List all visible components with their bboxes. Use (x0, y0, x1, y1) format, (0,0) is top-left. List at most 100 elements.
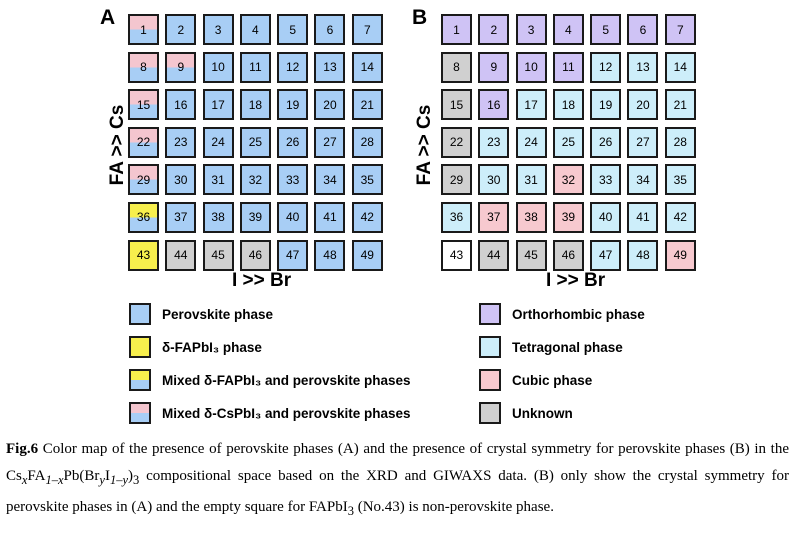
panel-b-cell-number: 39 (561, 210, 576, 225)
panel-b-cell-number: 38 (524, 210, 538, 225)
legend-b-item: Unknown (479, 402, 573, 424)
panel-a-cell-number: 5 (289, 22, 297, 37)
panel-b-cell-number: 42 (673, 210, 687, 225)
panel-b-cell-number: 11 (562, 60, 575, 75)
panel-b-cell-number: 21 (673, 97, 687, 112)
panel-b-cell: 36 (441, 201, 472, 233)
panel-a-cell-number: 40 (286, 210, 300, 225)
panel-a-cell: 6 (314, 14, 346, 45)
panel-b-cell: 22 (441, 126, 472, 158)
panel-a-cell-number: 46 (248, 248, 263, 263)
panel-b-cell: 19 (590, 89, 622, 121)
panel-b-cell: 39 (552, 201, 584, 233)
legend-label-fapbi3: δ-FAPbI₃ phase (162, 339, 262, 355)
panel-b-cell-number: 25 (561, 135, 576, 150)
panel-a-cell-number: 27 (323, 135, 337, 150)
panel-a-cell-number: 44 (174, 248, 188, 263)
panel-a-cell: 3 (202, 14, 234, 45)
panel-a-letter: A (100, 6, 116, 29)
panel-b-cell: 49 (664, 239, 696, 271)
panel-a-cell: 36 (128, 201, 159, 233)
panel-b-cell-number: 27 (636, 135, 650, 150)
legend-a-item: Mixed δ-CsPbI₃ and perovskite phases (129, 402, 411, 424)
panel-b-cell-number: 18 (561, 97, 576, 112)
panel-b-cell: 5 (590, 14, 622, 45)
legend-label-perovskite: Perovskite phase (162, 306, 274, 322)
panel-a-cell-number: 29 (136, 172, 151, 187)
panel-b-cell-number: 47 (599, 248, 613, 263)
caption-text: FA (27, 468, 46, 484)
panel-b-cell: 4 (552, 14, 584, 45)
panel-b-cell-number: 4 (565, 22, 572, 37)
panel-b-cell: 41 (627, 201, 659, 233)
panel-a-cell: 26 (277, 126, 309, 158)
panel-b-y-axis-label: FA >> Cs (414, 104, 435, 186)
caption-sub: 1–x (45, 473, 64, 487)
panel-a-cell: 25 (239, 126, 271, 158)
panel-b-cell: 3 (515, 14, 547, 45)
panel-a-cell: 24 (202, 126, 234, 158)
panel-b-cell: 1 (441, 14, 472, 45)
panel-b-cell: 40 (590, 201, 622, 233)
panel-b-cell: 11 (552, 51, 584, 83)
panel-b-cell-number: 10 (524, 60, 538, 75)
caption-sub: 3 (347, 504, 354, 518)
panel-b-cell-number: 44 (487, 248, 501, 263)
panel-b-cell: 21 (664, 89, 696, 121)
panel-b-cell-number: 8 (453, 60, 460, 75)
panel-a-cell: 39 (239, 201, 271, 233)
panel-a-cell-number: 48 (323, 248, 337, 263)
panel-a-cell: 46 (239, 239, 271, 271)
panel-b-cell-number: 3 (527, 22, 535, 37)
panel-a-cell: 31 (202, 164, 234, 196)
panel-b-cell: 37 (478, 201, 510, 233)
legend-swatch-orthorhombic (479, 303, 501, 325)
panel-a-cell: 8 (128, 51, 159, 83)
panel-a-cell-number: 26 (286, 135, 300, 150)
panel-a-cell-number: 14 (360, 60, 374, 75)
legend-label-mixed-cspbi3: Mixed δ-CsPbI₃ and perovskite phases (162, 405, 411, 421)
panel-a-cell-number: 10 (211, 60, 225, 75)
panel-a-cell-number: 20 (323, 97, 337, 112)
panel-a-cell-number: 18 (248, 97, 263, 112)
legend-swatch-cubic (479, 369, 501, 391)
panel-a-cell: 45 (202, 239, 234, 271)
panel-a-cell: 2 (165, 14, 197, 45)
panel-a-cell-number: 41 (323, 210, 337, 225)
panel-a-cell: 16 (165, 89, 197, 121)
legend-swatch-perovskite (129, 303, 151, 325)
panel-b-cell-number: 24 (524, 135, 538, 150)
panel-a-cell: 11 (239, 51, 271, 83)
panel-b-letter: B (412, 6, 428, 29)
figure-caption: Fig.6 Color map of the presence of perov… (6, 436, 789, 525)
panel-b-cell-number: 14 (673, 60, 687, 75)
panel-a-cell-number: 8 (140, 60, 147, 75)
legend-swatch-mixed-fapbi3 (129, 369, 151, 391)
panel-b-cell: 17 (515, 89, 547, 121)
panel-b-cell: 26 (590, 126, 622, 158)
panel-a-cell-number: 35 (360, 172, 374, 187)
panel-a-cell-number: 13 (323, 60, 337, 75)
legend-swatch-unknown (479, 402, 501, 424)
legend-a-item: δ-FAPbI₃ phase (129, 336, 262, 358)
panel-b-cell-number: 43 (449, 248, 464, 263)
panel-b-cell: 9 (478, 51, 510, 83)
panel-a-cell: 23 (165, 126, 197, 158)
panel-b-cell-number: 45 (524, 248, 538, 263)
panel-a-cell: 42 (351, 201, 383, 233)
panel-b-cell: 45 (515, 239, 547, 271)
panel-a-cell-number: 42 (360, 210, 374, 225)
legend-swatch-mixed-cspbi3 (129, 402, 151, 424)
panel-b-cell-number: 23 (487, 135, 501, 150)
panel-a-cell: 38 (202, 201, 234, 233)
panel-a-cell-number: 6 (326, 22, 334, 37)
caption-text: ) (128, 468, 133, 484)
panel-a-cell: 49 (351, 239, 383, 271)
panel-a-cell: 40 (277, 201, 309, 233)
panel-a-cell-number: 32 (248, 172, 263, 187)
panel-a-cell-number: 30 (174, 172, 188, 187)
panel-a-cell-number: 43 (136, 248, 151, 263)
panel-a-cell-number: 49 (360, 248, 374, 263)
panel-b-cell: 20 (627, 89, 659, 121)
panel-b-cell: 6 (627, 14, 659, 45)
